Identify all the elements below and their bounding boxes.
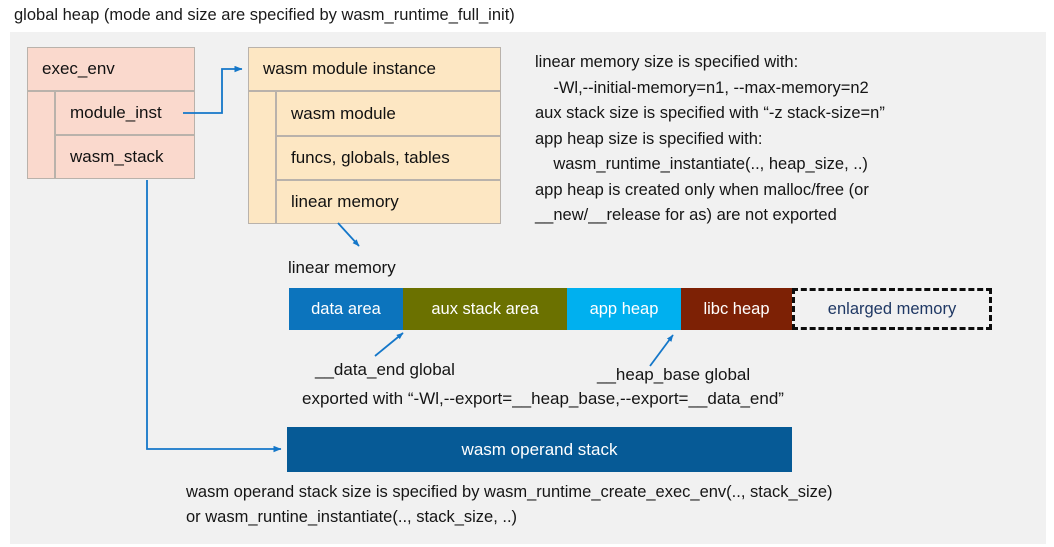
wasm-operand-stack-bar: wasm operand stack [287,427,792,472]
memory-segment-libc-heap: libc heap [681,288,792,330]
wasm-module-instance-indent-column [248,91,276,224]
memory-segment-label: data area [311,299,381,318]
module-instance-row-funcs-globals-tables: funcs, globals, tables [276,136,501,180]
module-instance-row-linear-memory-label: linear memory [291,192,399,211]
linear-memory-bar: data area aux stack area app heap libc heap… [289,288,992,330]
module-instance-row-wasm-module-label: wasm module [291,103,396,123]
linear-memory-label: linear memory [288,258,396,277]
exec-env-header: exec_env [42,59,115,78]
module-instance-row-funcs-globals-tables-label: funcs, globals, tables [291,148,450,167]
exec-env-row-wasm-stack-label: wasm_stack [70,147,164,166]
exec-env-indent-column [27,91,55,179]
memory-segment-label: app heap [589,299,659,318]
annotation-data-end: __data_end global [315,360,455,379]
annotation-exported-with: exported with “-Wl,--export=__heap_base,… [302,389,784,408]
memory-segment-app-heap: app heap [567,288,681,330]
annotation-heap-base: __heap_base global [597,365,751,384]
exec-env-row-module-inst: module_inst [55,91,195,135]
config-notes: linear memory size is specified with: -W… [535,53,885,224]
wasm-module-instance-box: wasm module instance [248,47,501,91]
page-title: global heap (mode and size are specified… [14,6,515,24]
memory-segment-enlarged-memory: enlarged memory [792,288,992,330]
module-instance-row-wasm-module: wasm module [276,91,501,136]
exec-env-row-wasm-stack: wasm_stack [55,135,195,179]
memory-segment-label: aux stack area [431,299,539,318]
exec-env-box: exec_env [27,47,195,91]
memory-segment-aux-stack-area: aux stack area [403,288,567,330]
memory-segment-data-area: data area [289,288,403,330]
wasm-operand-stack-label: wasm operand stack [461,439,618,459]
operand-stack-caption: wasm operand stack size is specified by … [186,483,833,526]
memory-segment-label: enlarged memory [827,299,957,318]
memory-segment-label: libc heap [703,299,770,318]
module-instance-row-linear-memory: linear memory [276,180,501,224]
exec-env-row-module-inst-label: module_inst [70,103,162,122]
wasm-module-instance-header: wasm module instance [263,59,436,78]
